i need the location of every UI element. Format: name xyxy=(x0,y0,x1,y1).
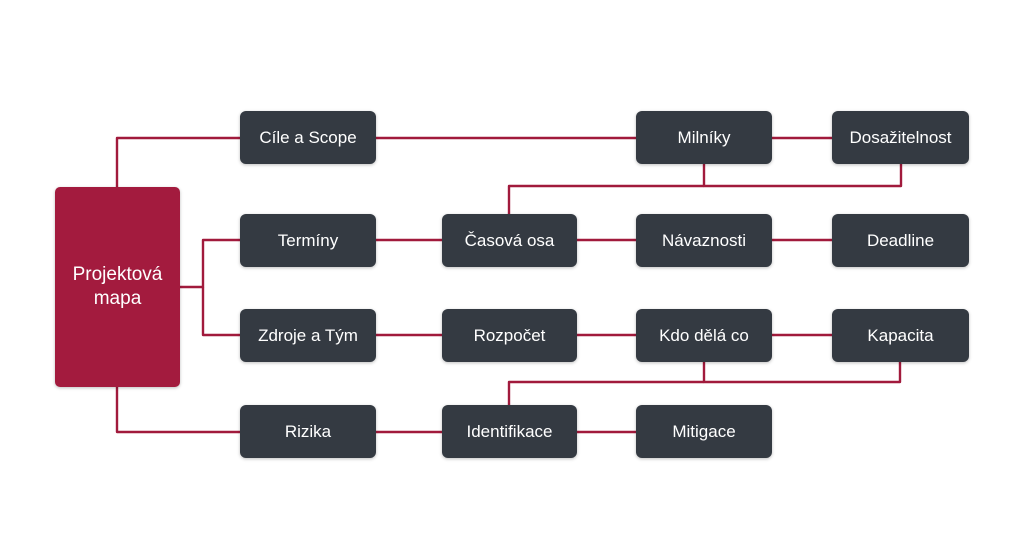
node-budget[interactable]: Rozpočet xyxy=(442,309,577,362)
connector-bracket-timeline xyxy=(507,184,704,214)
root-node-project-map[interactable]: Projektová mapa xyxy=(55,187,180,387)
node-capacity[interactable]: Kapacita xyxy=(832,309,969,362)
node-timeline[interactable]: Časová osa xyxy=(442,214,577,267)
node-deadline[interactable]: Deadline xyxy=(832,214,969,267)
node-who-does-what[interactable]: Kdo dělá co xyxy=(636,309,772,362)
node-milestones[interactable]: Milníky xyxy=(636,111,772,164)
node-mitigation[interactable]: Mitigace xyxy=(636,405,772,458)
connector-root-risks xyxy=(115,387,240,434)
node-terms[interactable]: Termíny xyxy=(240,214,376,267)
node-identification[interactable]: Identifikace xyxy=(442,405,577,458)
node-risks[interactable]: Rizika xyxy=(240,405,376,458)
node-dependencies[interactable]: Návaznosti xyxy=(636,214,772,267)
connector-root-goals xyxy=(115,136,240,187)
root-label-line2: mapa xyxy=(93,288,142,309)
node-goals-scope[interactable]: Cíle a Scope xyxy=(240,111,376,164)
connector-root-resources xyxy=(201,287,240,337)
node-achievability[interactable]: Dosažitelnost xyxy=(832,111,969,164)
node-resources-team[interactable]: Zdroje a Tým xyxy=(240,309,376,362)
connector-who-identification xyxy=(702,361,902,384)
root-label-line1: Projektová xyxy=(72,264,163,285)
connector-root-terms xyxy=(180,238,240,289)
connector-bracket-identification xyxy=(507,380,704,405)
connector-milestones-timeline xyxy=(702,164,903,188)
